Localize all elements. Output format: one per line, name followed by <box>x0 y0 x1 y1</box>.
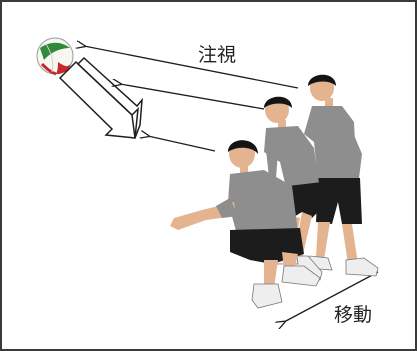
gaze-arrow-near <box>148 136 216 152</box>
movement-arrow <box>284 271 379 322</box>
gaze-arrow-far <box>84 46 299 89</box>
movement-label: 移動 <box>334 304 373 326</box>
volleyball-icon <box>36 37 74 76</box>
player-figure-back <box>304 74 379 277</box>
illustration <box>36 37 379 349</box>
ball-trajectory-arrow <box>58 56 143 139</box>
gaze-label: 注視 <box>198 44 237 66</box>
gaze-arrow-middle <box>120 84 265 110</box>
player-figure-front <box>170 140 321 309</box>
